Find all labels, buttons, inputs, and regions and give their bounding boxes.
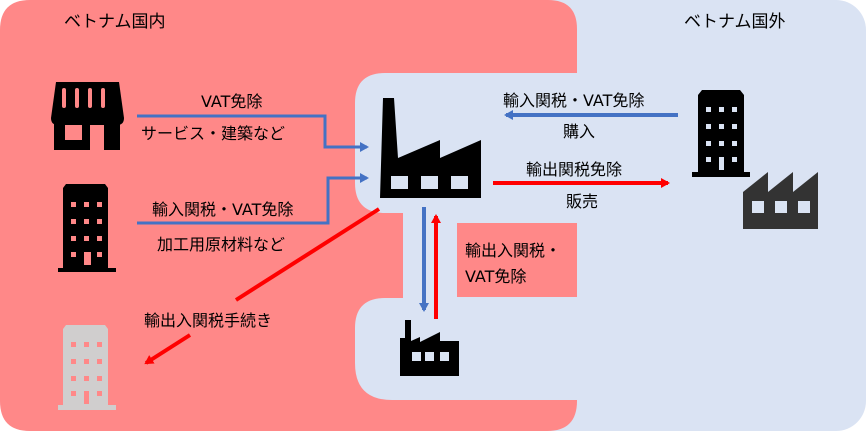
store-flow-label-above: VAT免除 (201, 92, 263, 111)
overseas-region-title: ベトナム国外 (684, 12, 786, 32)
building-icon-supplier (58, 184, 116, 272)
building-icon-overseas (692, 90, 750, 177)
factory-icon-subcontract (400, 320, 459, 376)
supplier-flow-label-above: 輸入関税・VAT免除 (152, 200, 294, 219)
subcontract-tariff-line1: 輸出入関税・ (465, 241, 562, 260)
arrow-store-to-factory (137, 114, 369, 152)
supplier-flow-label-below: 加工用原材料など (157, 235, 286, 254)
subcontract-tariff-line2: VAT免除 (465, 267, 527, 286)
domestic-region (0, 0, 577, 431)
arrow-supplier-to-factory (137, 173, 369, 225)
arrow-factory-to-domestic-seg2 (144, 333, 192, 365)
store-icon (51, 82, 124, 150)
factory-icon-main (380, 98, 481, 198)
overseas-purchase-label-below: 購入 (563, 122, 596, 141)
store-flow-label-below: サービス・建築など (141, 124, 286, 143)
domestic-procedure-label: 輸出入関税手続き (144, 311, 273, 330)
overseas-sale-label-below: 販売 (566, 192, 599, 211)
building-icon-customer (58, 325, 116, 410)
factory-icon-overseas (743, 172, 818, 229)
domestic-region-title: ベトナム国内 (64, 12, 166, 32)
overseas-purchase-label-above: 輸入関税・VAT免除 (503, 91, 645, 110)
tariff-box (457, 223, 577, 297)
arrow-factory-to-domestic-seg1 (234, 207, 381, 302)
subcontract-tariff-label: 輸出入関税・ VAT免除 (465, 238, 577, 290)
overseas-sale-label-above: 輸出関税免除 (526, 160, 623, 179)
